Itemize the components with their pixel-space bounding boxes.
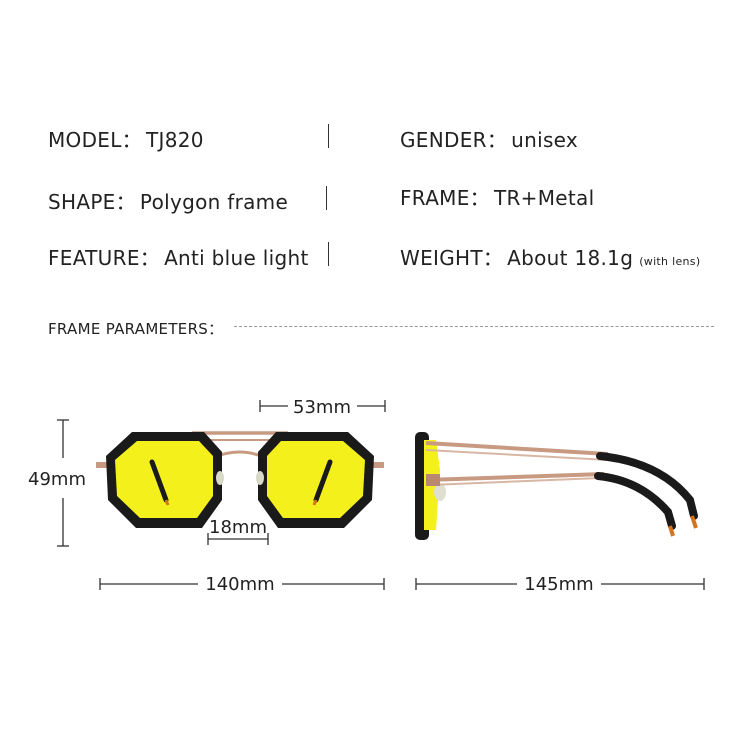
- model-label: MODEL：: [48, 128, 142, 152]
- frame-spec: FRAME：TR+Metal: [400, 182, 594, 211]
- shape-spec: SHAPE：Polygon frame: [48, 186, 288, 215]
- shape-value: Polygon frame: [139, 190, 289, 214]
- row-divider: [326, 186, 327, 210]
- model-value: TJ820: [145, 128, 204, 152]
- dashed-separator: [234, 326, 714, 327]
- gender-spec: GENDER：unisex: [400, 124, 578, 153]
- lens-width-label: 53mm: [293, 397, 351, 418]
- frame-label: FRAME：: [400, 186, 490, 210]
- bridge-width-label: 18mm: [209, 517, 267, 538]
- left-lens: [115, 441, 213, 518]
- row-divider: [328, 124, 329, 148]
- model-spec: MODEL：TJ820: [48, 124, 204, 153]
- feature-value: Anti blue light: [164, 246, 309, 270]
- gender-label: GENDER：: [400, 128, 508, 152]
- weight-note: (with lens): [639, 255, 701, 268]
- lens-height-label: 49mm: [28, 469, 86, 490]
- frame-value: TR+Metal: [493, 186, 595, 210]
- weight-label: WEIGHT：: [400, 246, 504, 270]
- side-view: [415, 432, 698, 540]
- frame-width-label: 140mm: [205, 574, 274, 595]
- row-divider: [328, 242, 329, 266]
- gender-value: unisex: [511, 128, 579, 152]
- feature-spec: FEATURE：Anti blue light: [48, 242, 309, 271]
- weight-value: About 18.1g: [507, 246, 634, 270]
- right-lens: [267, 441, 365, 518]
- shape-label: SHAPE：: [48, 190, 136, 214]
- front-view: [96, 431, 384, 528]
- temple-length-label: 145mm: [524, 574, 593, 595]
- weight-spec: WEIGHT：About 18.1g (with lens): [400, 242, 700, 271]
- feature-label: FEATURE：: [48, 246, 161, 270]
- frame-parameters-label: FRAME PARAMETERS：: [48, 320, 224, 338]
